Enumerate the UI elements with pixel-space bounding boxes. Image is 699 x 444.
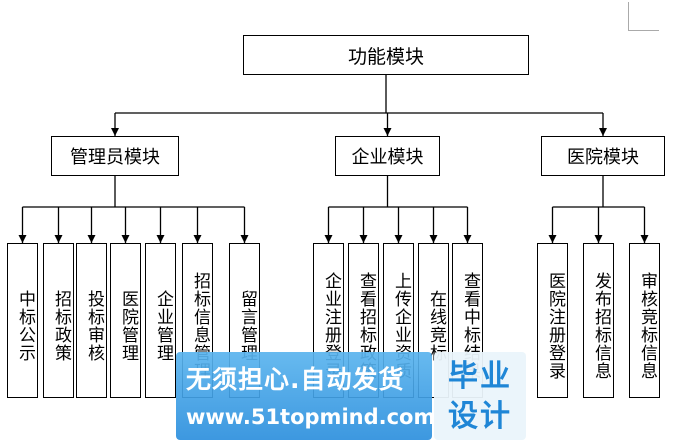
corner-crop-mark (628, 2, 659, 31)
leaf-admin-2: 投标审核 (76, 243, 107, 398)
leaf-arrowhead-0-6 (240, 235, 249, 243)
leaf-arrowhead-2-2 (640, 235, 649, 243)
leaf-arrowhead-0-0 (18, 235, 27, 243)
leaf-arrowhead-0-4 (156, 235, 165, 243)
leaf-arrowhead-1-3 (429, 235, 438, 243)
watermark-banner (176, 352, 432, 440)
root-node: 功能模块 (243, 35, 529, 75)
leaf-admin-4: 企业管理 (145, 243, 176, 398)
leaf-arrowhead-0-5 (193, 235, 202, 243)
leaf-arrowhead-0-3 (121, 235, 130, 243)
module-admin: 管理员模块 (51, 136, 179, 176)
leaf-arrowhead-1-0 (324, 235, 333, 243)
leaf-admin-1: 招标政策 (43, 243, 74, 398)
watermark-url: www.51topmind.com (186, 405, 436, 429)
module-arrowhead-1 (383, 128, 392, 136)
leaf-hospital-2: 审核竞标信息 (629, 243, 660, 398)
watermark-slogan: 无须担心.自动发货 (186, 365, 405, 394)
leaf-admin-3: 医院管理 (110, 243, 141, 398)
leaf-arrowhead-1-1 (359, 235, 368, 243)
leaf-arrowhead-0-1 (54, 235, 63, 243)
leaf-arrowhead-2-1 (594, 235, 603, 243)
leaf-hospital-1: 发布招标信息 (583, 243, 614, 398)
leaf-arrowhead-1-2 (394, 235, 403, 243)
leaf-arrowhead-2-0 (548, 235, 557, 243)
leaf-arrowhead-1-4 (463, 235, 472, 243)
leaf-admin-0: 中标公示 (7, 243, 38, 398)
module-hospital: 医院模块 (541, 136, 665, 176)
leaf-arrowhead-0-2 (87, 235, 96, 243)
leaf-hospital-0: 医院注册登录 (537, 243, 568, 398)
module-arrowhead-0 (111, 128, 119, 136)
watermark-badge: 毕业设计 (448, 359, 512, 434)
module-arrowhead-2 (599, 128, 607, 136)
watermark-badge-panel (434, 352, 526, 440)
module-enterprise: 企业模块 (335, 136, 440, 176)
